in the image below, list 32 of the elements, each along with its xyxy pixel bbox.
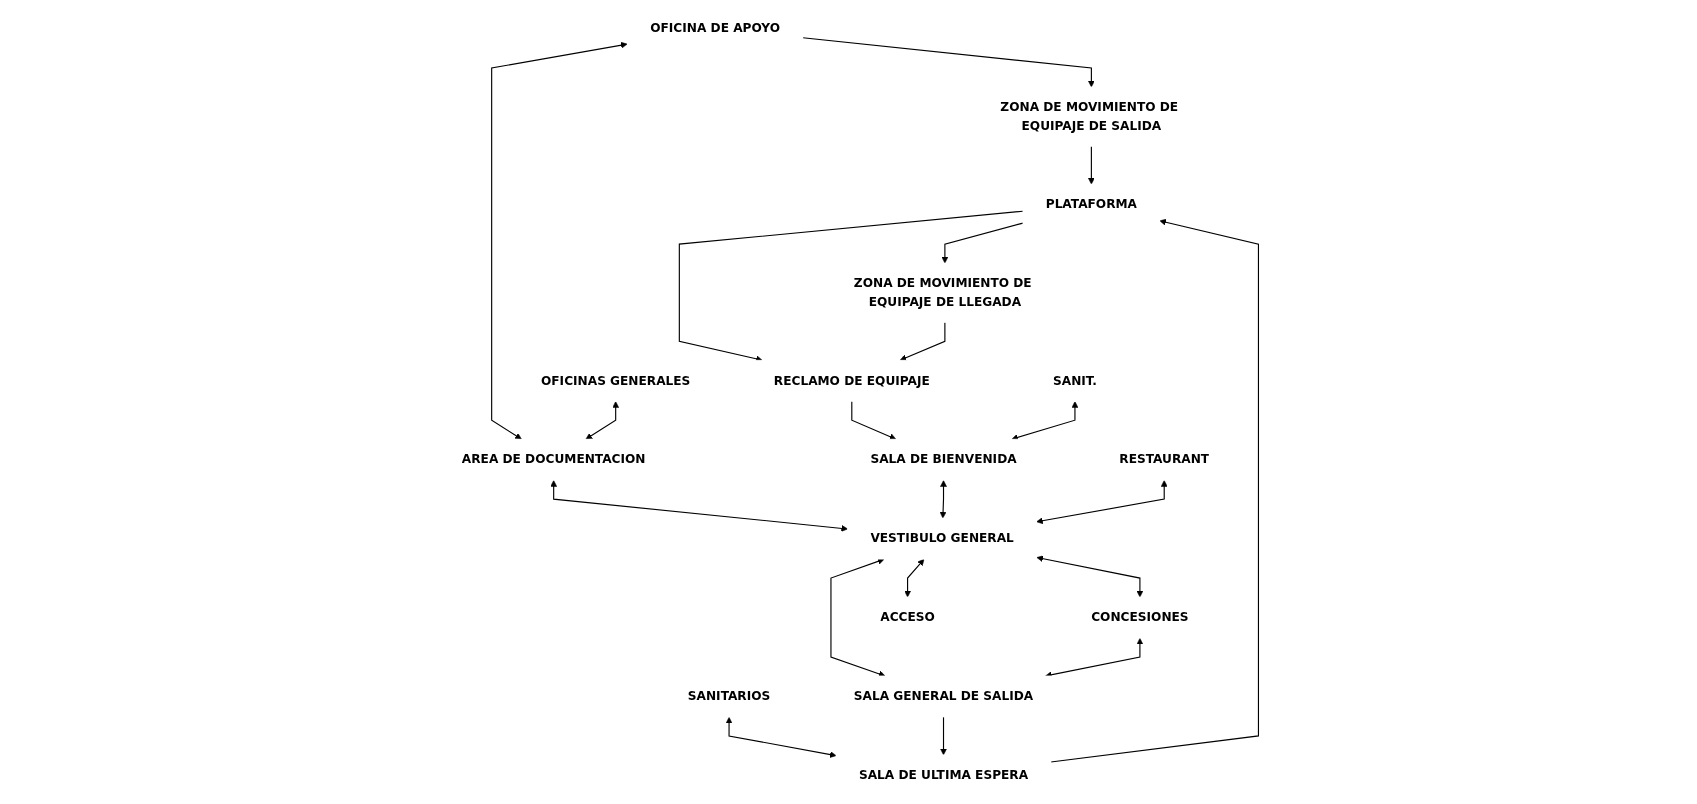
arrow xyxy=(939,716,947,756)
node-text: SANIT. xyxy=(1052,373,1097,388)
node-text: RESTAURANT xyxy=(1119,452,1209,467)
node-text: SALA GENERAL DE SALIDA xyxy=(853,688,1033,704)
node-text: AREA DE DOCUMENTACION xyxy=(461,452,646,467)
node-text: PLATAFORMA xyxy=(1045,197,1137,212)
arrow xyxy=(585,401,619,440)
arrow xyxy=(899,321,946,361)
arrow xyxy=(941,222,1024,264)
arrow xyxy=(550,480,848,532)
arrow xyxy=(802,37,1095,88)
node-text: CONCESIONES xyxy=(1090,609,1189,625)
arrow xyxy=(904,559,924,598)
node-text: ZONA DE MOVIMIENTO DE EQUIPAJE DE LLEGADA xyxy=(853,276,1032,309)
node-text: SALA DE BIENVENIDA xyxy=(870,452,1017,467)
arrow xyxy=(850,400,896,440)
arrow xyxy=(490,41,628,440)
node-text: SANITARIOS xyxy=(687,688,771,704)
arrow xyxy=(725,717,837,758)
node-text: RECLAMO DE EQUIPAJE xyxy=(773,373,930,388)
node-text: ACCESO xyxy=(880,609,935,625)
arrow xyxy=(1036,555,1143,598)
arrow xyxy=(1036,480,1168,525)
arrow xyxy=(1011,401,1078,441)
node-text: ZONA DE MOVIMIENTO DE EQUIPAJE DE SALIDA xyxy=(1000,99,1178,133)
node-text: OFICINA DE APOYO xyxy=(649,20,780,36)
node-text: OFICINAS GENERALES xyxy=(540,373,691,388)
node-text: VESTIBULO GENERAL xyxy=(870,531,1014,546)
node-text: SALA DE ULTIMA ESPERA xyxy=(858,767,1028,783)
arrow xyxy=(1087,145,1095,185)
arrow xyxy=(939,480,947,519)
arrow xyxy=(1050,218,1259,763)
